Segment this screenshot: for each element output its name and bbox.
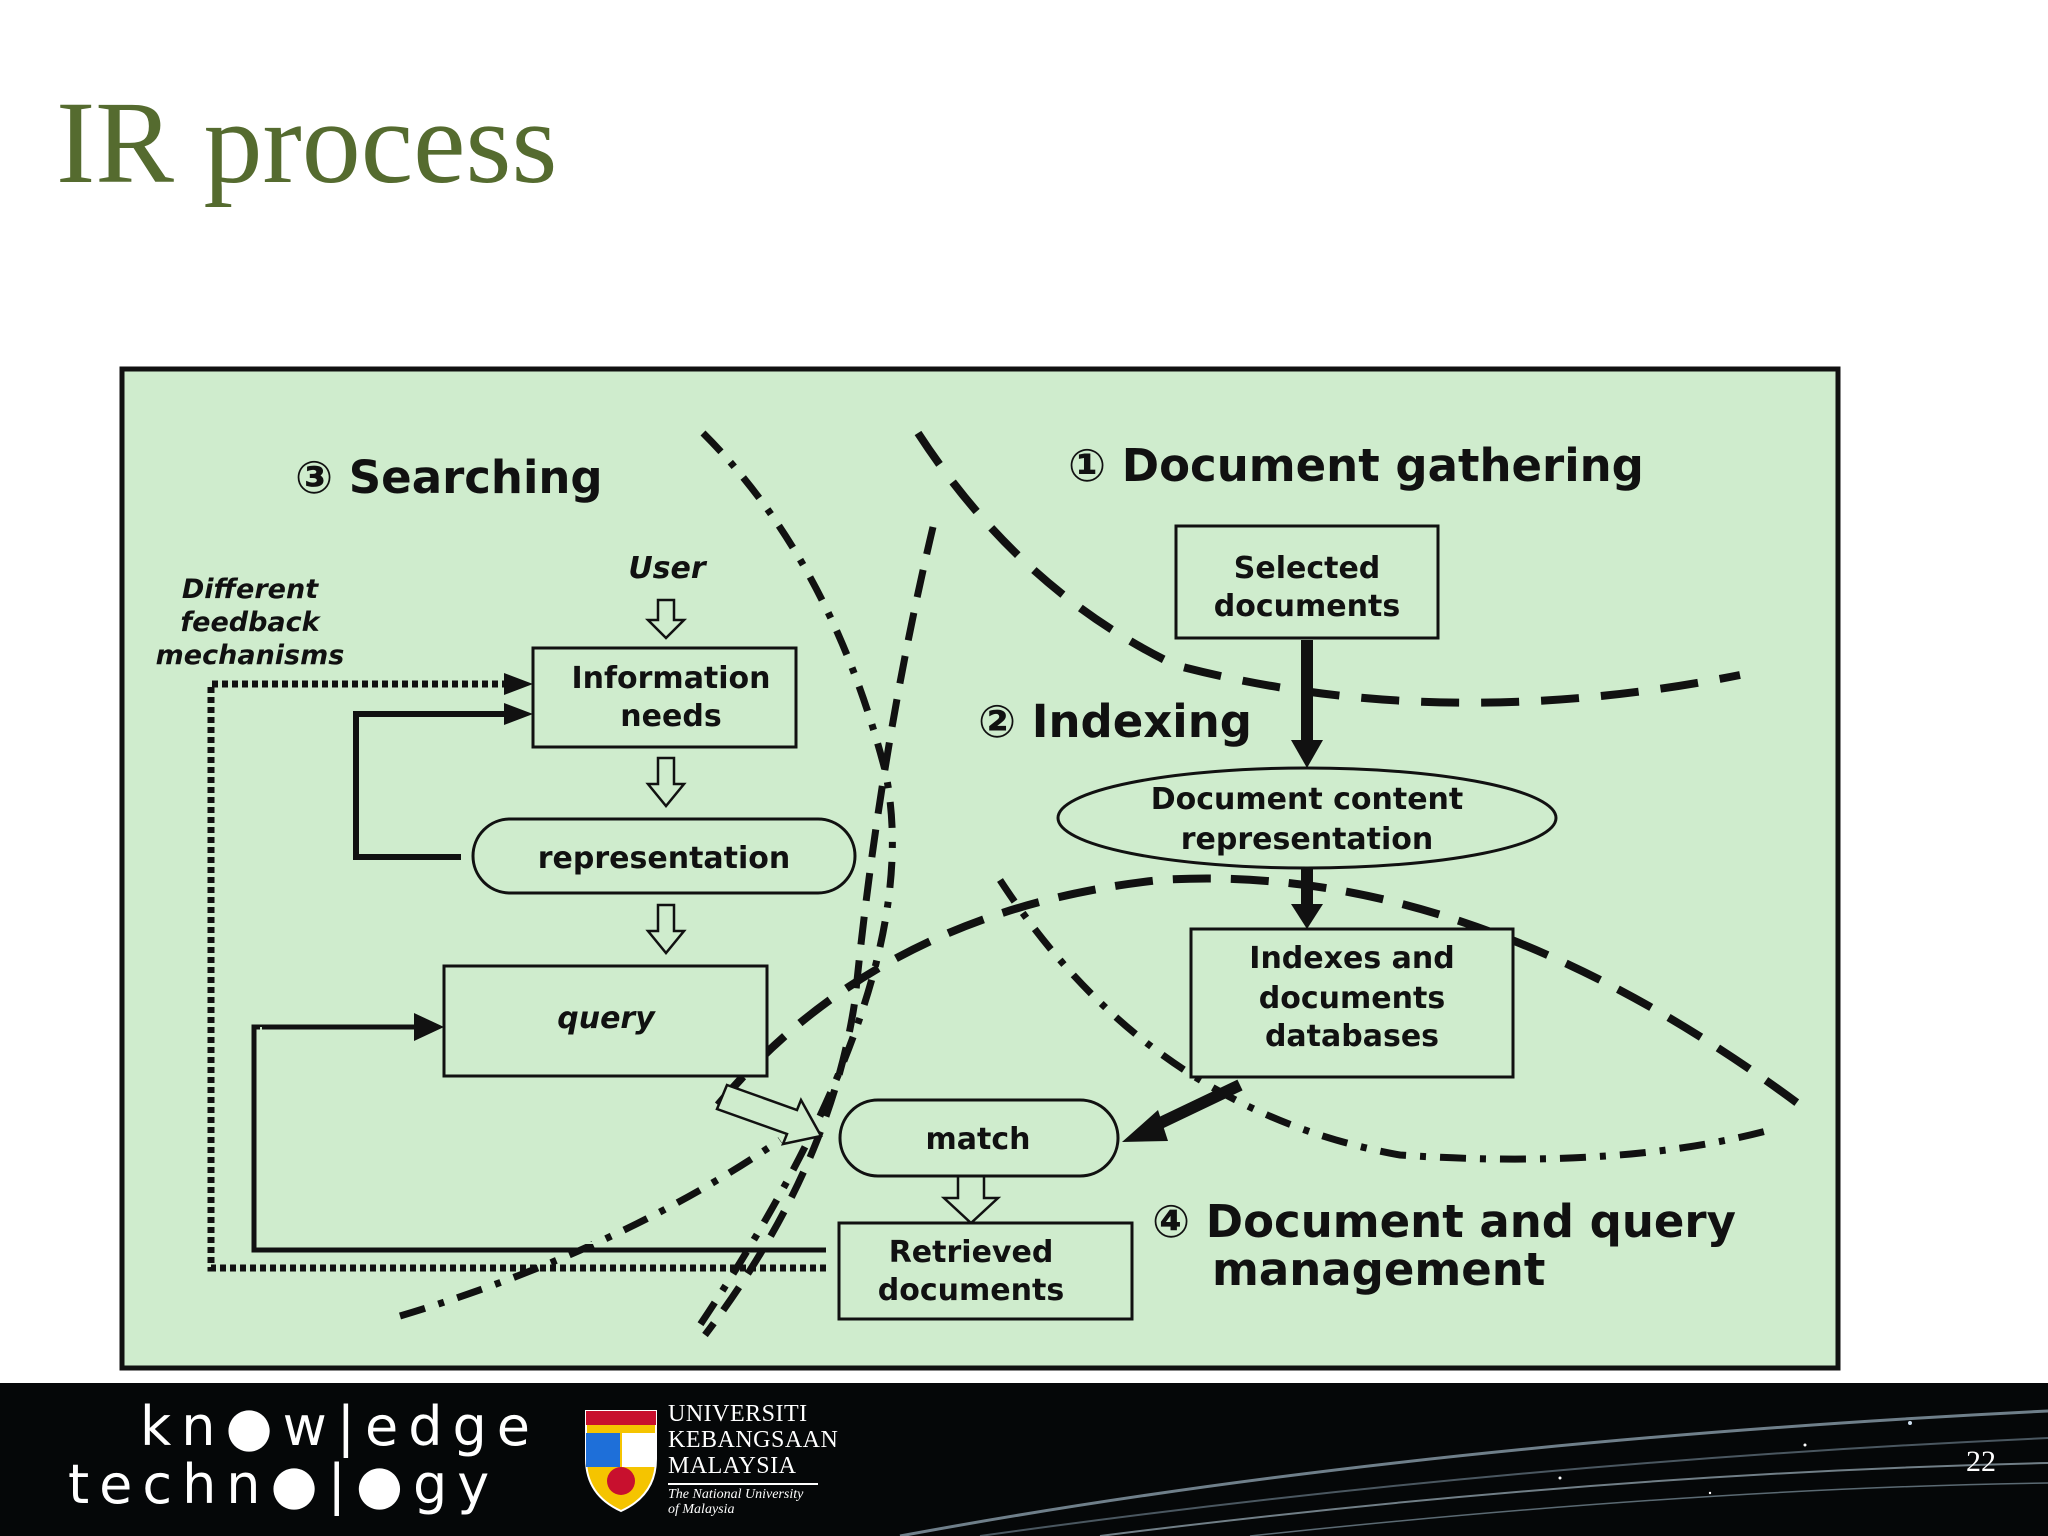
representation-label: representation	[538, 841, 791, 876]
selected-documents-line1: Selected	[1234, 551, 1381, 586]
section-gathering: ① Document gathering	[1068, 439, 1644, 492]
section-management-line1: ④ Document and query	[1152, 1195, 1736, 1248]
feedback-loop-query	[251, 1024, 826, 1253]
knowledge-technology-logo: kn●w|edge techn●|●gy	[62, 1397, 542, 1525]
tagline-line1: The National University	[668, 1487, 804, 1502]
hollow-arrow-user-to-needs	[644, 598, 688, 640]
information-needs-line2: needs	[620, 699, 721, 734]
selected-documents-line2: documents	[1214, 589, 1400, 624]
feedback-label-line2: feedback	[180, 607, 321, 638]
page-number: 22	[1966, 1445, 1996, 1478]
section-searching: ③ Searching	[295, 451, 603, 504]
query-box	[442, 964, 769, 1078]
user-label: User	[628, 551, 708, 586]
indexes-databases-line3: databases	[1265, 1019, 1439, 1054]
feedback-loop-query-inner	[260, 1027, 826, 1244]
representation-node	[471, 817, 857, 895]
arrowhead-content-to-indexes	[1291, 904, 1323, 929]
footer-bar: kn●w|edge techn●|●gy UNIVERSITI KEBANGSA…	[0, 1383, 2048, 1536]
boundary-curve-searching	[697, 430, 896, 1327]
arrow-indexes-to-match	[1149, 1079, 1243, 1133]
arrowhead-feedback-dotted	[504, 673, 533, 695]
boundary-curve-management-a	[714, 874, 1803, 1109]
retrieved-documents-line2: documents	[878, 1273, 1064, 1308]
arrowhead-feedback-query	[414, 1013, 444, 1041]
indexes-databases-line2: documents	[1259, 981, 1445, 1016]
hollow-arrow-representation-to-query	[645, 903, 687, 955]
boundary-curve-indexing	[702, 526, 937, 1338]
arrowhead-selected-to-content	[1291, 740, 1323, 768]
ukm-crest-icon	[585, 1410, 657, 1513]
feedback-label-line3: mechanisms	[156, 640, 345, 671]
boundary-curve-gathering	[914, 430, 1741, 707]
document-content-line1: Document content	[1151, 782, 1464, 817]
footer-swoosh	[899, 1409, 2048, 1536]
ir-process-diagram: ③ Searching ① Document gathering ② Index…	[119, 366, 1841, 1371]
slide-title: IR process	[56, 77, 558, 208]
information-needs-box	[531, 646, 798, 749]
query-label: query	[557, 1001, 656, 1036]
boundary-curve-management-b	[997, 878, 1771, 1163]
tagline-line2: of Malaysia	[668, 1502, 735, 1517]
arrowhead-indexes-to-match	[1122, 1110, 1168, 1142]
indexes-databases-line1: Indexes and	[1249, 941, 1454, 976]
match-label: match	[926, 1122, 1031, 1157]
selected-documents-box	[1174, 524, 1440, 640]
retrieved-documents-box	[837, 1221, 1134, 1321]
hollow-arrow-needs-to-representation	[645, 756, 687, 808]
feedback-label-line1: Different	[182, 574, 319, 605]
logo-line2: techn●|●gy	[68, 1453, 500, 1516]
match-node	[838, 1098, 1120, 1178]
hollow-arrow-match-to-retrieved	[940, 1174, 1002, 1225]
section-indexing: ② Indexing	[978, 695, 1252, 748]
section-management-line2: management	[1212, 1243, 1545, 1296]
university-name-line3: MALAYSIA	[668, 1453, 797, 1479]
arrowhead-feedback-solid	[504, 703, 533, 725]
feedback-loop-solid	[353, 711, 515, 860]
hollow-arrow-query-to-match	[715, 1083, 823, 1146]
university-name-line1: UNIVERSITI	[668, 1401, 808, 1427]
information-needs-line1: Information	[571, 661, 770, 696]
document-content-line2: representation	[1181, 822, 1434, 857]
indexes-databases-box	[1189, 927, 1515, 1079]
retrieved-documents-line1: Retrieved	[889, 1235, 1054, 1270]
university-name-line2: KEBANGSAAN	[668, 1427, 839, 1453]
university-divider	[668, 1483, 818, 1485]
boundary-curve-management-c	[398, 1137, 782, 1320]
logo-line1: kn●w|edge	[140, 1395, 540, 1458]
